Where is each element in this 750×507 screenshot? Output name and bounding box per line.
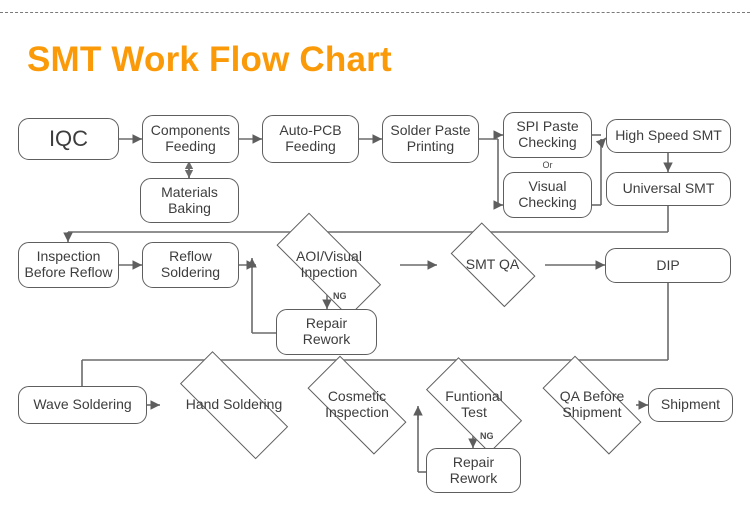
- node-iqc[interactable]: IQC: [18, 118, 119, 160]
- node-materials-baking[interactable]: Materials Baking: [140, 178, 239, 223]
- node-spi-paste-checking[interactable]: SPI Paste Checking: [503, 112, 592, 158]
- node-aoi-visual-inspection[interactable]: AOI/Visual Inpection: [258, 212, 400, 318]
- node-dip-label: DIP: [656, 256, 680, 273]
- node-repair-rework-dip[interactable]: Repair Rework: [426, 448, 521, 493]
- node-iqc-label: IQC: [48, 125, 89, 151]
- node-wave-soldering[interactable]: Wave Soldering: [18, 386, 147, 424]
- node-funtional-test[interactable]: Funtional Test: [412, 357, 536, 453]
- node-hand-soldering-label: Hand Soldering: [185, 396, 283, 413]
- node-repair-rework-smt-label: Repair Rework: [302, 315, 351, 347]
- node-reflow-soldering[interactable]: Reflow Soldering: [142, 242, 239, 288]
- node-materials-baking-label: Materials Baking: [161, 183, 218, 216]
- node-solder-paste-printing-label: Solder Paste Printing: [390, 122, 471, 154]
- node-repair-rework-dip-label: Repair Rework: [449, 453, 498, 486]
- node-repair-rework-smt[interactable]: Repair Rework: [276, 309, 377, 355]
- top-divider-rule: [0, 12, 750, 13]
- node-qa-before-shipment-label: QA Before Shipment: [559, 388, 625, 420]
- page-title: SMT Work Flow Chart: [27, 40, 392, 79]
- node-shipment[interactable]: Shipment: [648, 388, 733, 422]
- node-smt-qa-label: SMT QA: [465, 256, 520, 273]
- node-shipment-label: Shipment: [660, 396, 721, 413]
- node-components-feeding-label: Components Feeding: [150, 122, 231, 154]
- node-visual-checking-label: Visual Checking: [518, 178, 577, 210]
- node-qa-before-shipment[interactable]: QA Before Shipment: [527, 355, 657, 455]
- node-cosmetic-inspection[interactable]: Cosmetic Inspection: [292, 355, 422, 455]
- node-high-speed-smt[interactable]: High Speed SMT: [606, 119, 731, 153]
- node-wave-soldering-label: Wave Soldering: [33, 396, 132, 413]
- or-connector-label: Or: [542, 160, 553, 170]
- node-reflow-soldering-label: Reflow Soldering: [160, 248, 221, 280]
- node-high-speed-smt-label: High Speed SMT: [615, 127, 722, 144]
- node-auto-pcb-feeding-label: Auto-PCB Feeding: [279, 122, 342, 154]
- node-hand-soldering[interactable]: Hand Soldering: [160, 351, 308, 459]
- node-inspection-before-reflow[interactable]: Inspection Before Reflow: [18, 242, 119, 288]
- node-smt-qa[interactable]: SMT QA: [440, 222, 545, 308]
- node-aoi-visual-inspection-label: AOI/Visual Inpection: [296, 248, 362, 280]
- node-cosmetic-inspection-label: Cosmetic Inspection: [325, 388, 389, 420]
- node-auto-pcb-feeding[interactable]: Auto-PCB Feeding: [262, 115, 359, 163]
- ng-label-smt: NG: [333, 291, 347, 301]
- node-inspection-before-reflow-label: Inspection Before Reflow: [24, 248, 113, 280]
- node-dip[interactable]: DIP: [605, 248, 731, 283]
- node-solder-paste-printing[interactable]: Solder Paste Printing: [382, 115, 479, 163]
- node-funtional-test-label: Funtional Test: [445, 388, 503, 420]
- node-visual-checking[interactable]: Visual Checking: [503, 172, 592, 218]
- node-universal-smt[interactable]: Universal SMT: [606, 172, 731, 206]
- node-universal-smt-label: Universal SMT: [622, 180, 715, 197]
- node-spi-paste-checking-label: SPI Paste Checking: [516, 118, 579, 150]
- ng-label-dip: NG: [480, 431, 494, 441]
- node-components-feeding[interactable]: Components Feeding: [142, 115, 239, 163]
